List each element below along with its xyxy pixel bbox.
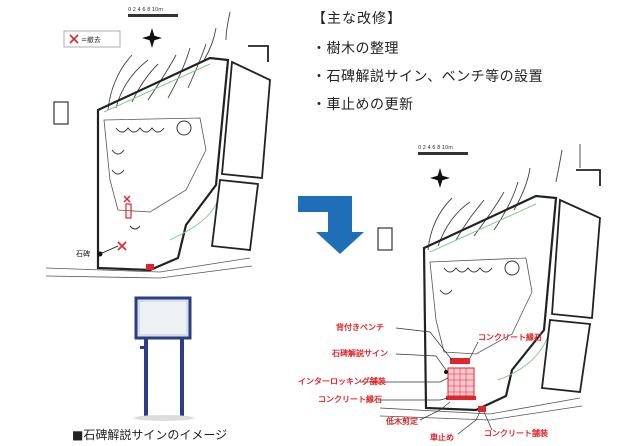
label-paving: コンクリート舗装 xyxy=(484,428,548,438)
label-interlocking: インターロッキング舗装 xyxy=(298,376,386,386)
note-item-2: ・石碑解説サイン、ベンチ等の設置 xyxy=(312,69,544,85)
before-building xyxy=(53,101,69,125)
sign-caption: ■石碑解説サインのイメージ xyxy=(72,428,228,442)
before-legend: =撤去 xyxy=(63,30,121,48)
before-scale-bar: 0 2 4 6 8 10m xyxy=(128,7,178,17)
before-north-arrow-icon xyxy=(142,28,162,48)
note-item-3: ・車止めの更新 xyxy=(312,97,414,113)
after-leader-lines xyxy=(360,327,493,435)
label-bench: 背付きベンチ xyxy=(336,322,384,332)
remove-x-icon xyxy=(117,241,127,251)
legend-text: =撤去 xyxy=(81,35,101,44)
after-park-outline xyxy=(422,194,558,412)
after-north-arrow-icon xyxy=(430,168,450,188)
curb-symbol xyxy=(446,396,476,400)
label-pruning: 低木剪定 xyxy=(385,416,418,426)
label-sign: 石碑解説サイン xyxy=(331,348,388,358)
after-scale-text: 0 2 4 6 8 10m xyxy=(418,145,453,151)
remove-x-icon xyxy=(69,34,79,44)
interlocking-paving-area xyxy=(447,367,475,397)
before-park-outline xyxy=(96,56,230,272)
label-bollard: 車止め xyxy=(430,432,454,442)
label-curb-left: コンクリート縁石 xyxy=(318,394,382,404)
after-building xyxy=(377,227,393,251)
bench-symbol xyxy=(450,358,470,364)
remove-x-icon xyxy=(123,195,131,203)
interlocking-hatch xyxy=(448,368,474,396)
after-scale-bar: 0 2 4 6 8 10m xyxy=(418,145,468,155)
before-scale-text: 0 2 4 6 8 10m xyxy=(128,7,163,13)
before-trees xyxy=(111,127,165,230)
after-right-buildings xyxy=(540,169,601,393)
sign-symbol xyxy=(444,370,448,374)
notes-heading: 【主な改修】 xyxy=(312,11,402,27)
renovation-notes: 【主な改修】 ・樹木の整理 ・石碑解説サイン、ベンチ等の設置 ・車止めの更新 xyxy=(312,8,543,122)
after-trees xyxy=(439,267,493,295)
before-right-buildings xyxy=(210,45,271,251)
label-curb-right: コンクリート縁石 xyxy=(478,332,542,342)
note-item-1: ・樹木の整理 xyxy=(312,41,399,57)
before-label-stone: 石碑 xyxy=(76,249,90,258)
bollard-symbol xyxy=(478,406,486,412)
